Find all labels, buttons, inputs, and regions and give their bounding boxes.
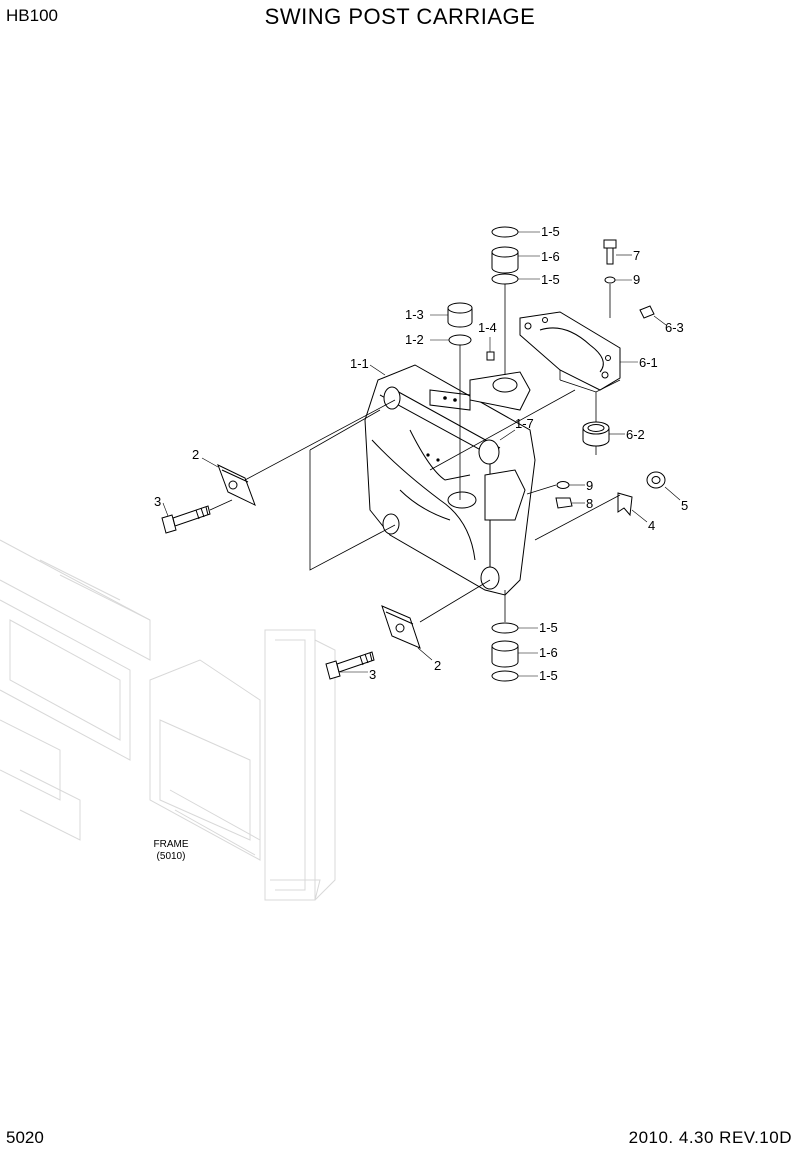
callout-4: 4 — [648, 518, 655, 533]
callout-1-5-bot-a: 1-5 — [539, 620, 558, 635]
callout-7: 7 — [633, 248, 640, 263]
nut-5 — [646, 471, 666, 489]
callout-1-6-bot: 1-6 — [539, 645, 558, 660]
callout-6-1: 6-1 — [639, 355, 658, 370]
callout-1-6-top: 1-6 — [541, 249, 560, 264]
bolt-3-upper — [161, 505, 211, 534]
model-code: HB100 — [6, 6, 58, 25]
callout-2-lower: 2 — [434, 658, 441, 673]
carriage-body — [364, 364, 536, 596]
frame-label: FRAME — [154, 839, 189, 850]
callout-5: 5 — [681, 498, 688, 513]
bottom-bushing-stack — [491, 622, 519, 682]
callout-1-3: 1-3 — [405, 307, 424, 322]
leader-lines — [162, 231, 681, 677]
callout-1-4: 1-4 — [478, 320, 497, 335]
swing-plate — [519, 311, 621, 391]
washer-9-top — [604, 276, 616, 284]
revision-date: 2010. 4.30 REV.10D — [628, 1128, 792, 1147]
callout-2-upper: 2 — [192, 447, 199, 462]
callout-6-3: 6-3 — [665, 320, 684, 335]
nut-8 — [555, 497, 573, 509]
pin-6-3 — [639, 305, 655, 319]
frame-ghost — [0, 539, 336, 901]
callout-1-5-top-b: 1-5 — [541, 272, 560, 287]
lock-4 — [617, 492, 633, 517]
washer-9-mid — [556, 481, 570, 489]
callout-1-5-top-a: 1-5 — [541, 224, 560, 239]
collar-6-2 — [582, 421, 610, 447]
page-title: SWING POST CARRIAGE — [264, 4, 536, 29]
callout-1-1: 1-1 — [350, 356, 369, 371]
top-bushing-stack — [491, 226, 519, 285]
callout-3-upper: 3 — [154, 494, 161, 509]
callout-3-lower: 3 — [369, 667, 376, 682]
callout-1-7: 1-7 — [515, 416, 534, 431]
callout-1-5-bot-b: 1-5 — [539, 668, 558, 683]
page-number: 5020 — [6, 1128, 44, 1147]
bolt-7 — [603, 239, 617, 265]
pad-2-lower — [381, 605, 421, 649]
fitting-1-4 — [486, 351, 495, 361]
assembly-lines — [209, 284, 621, 623]
callout-9-top: 9 — [633, 272, 640, 287]
callout-1-2: 1-2 — [405, 332, 424, 347]
frame-code: (5010) — [157, 851, 186, 862]
bolt-3-lower — [325, 651, 375, 680]
pad-2-upper — [217, 464, 256, 506]
callout-9-mid: 9 — [586, 478, 593, 493]
callout-6-2: 6-2 — [626, 427, 645, 442]
ring-1-2 — [448, 334, 472, 346]
callout-8: 8 — [586, 496, 593, 511]
